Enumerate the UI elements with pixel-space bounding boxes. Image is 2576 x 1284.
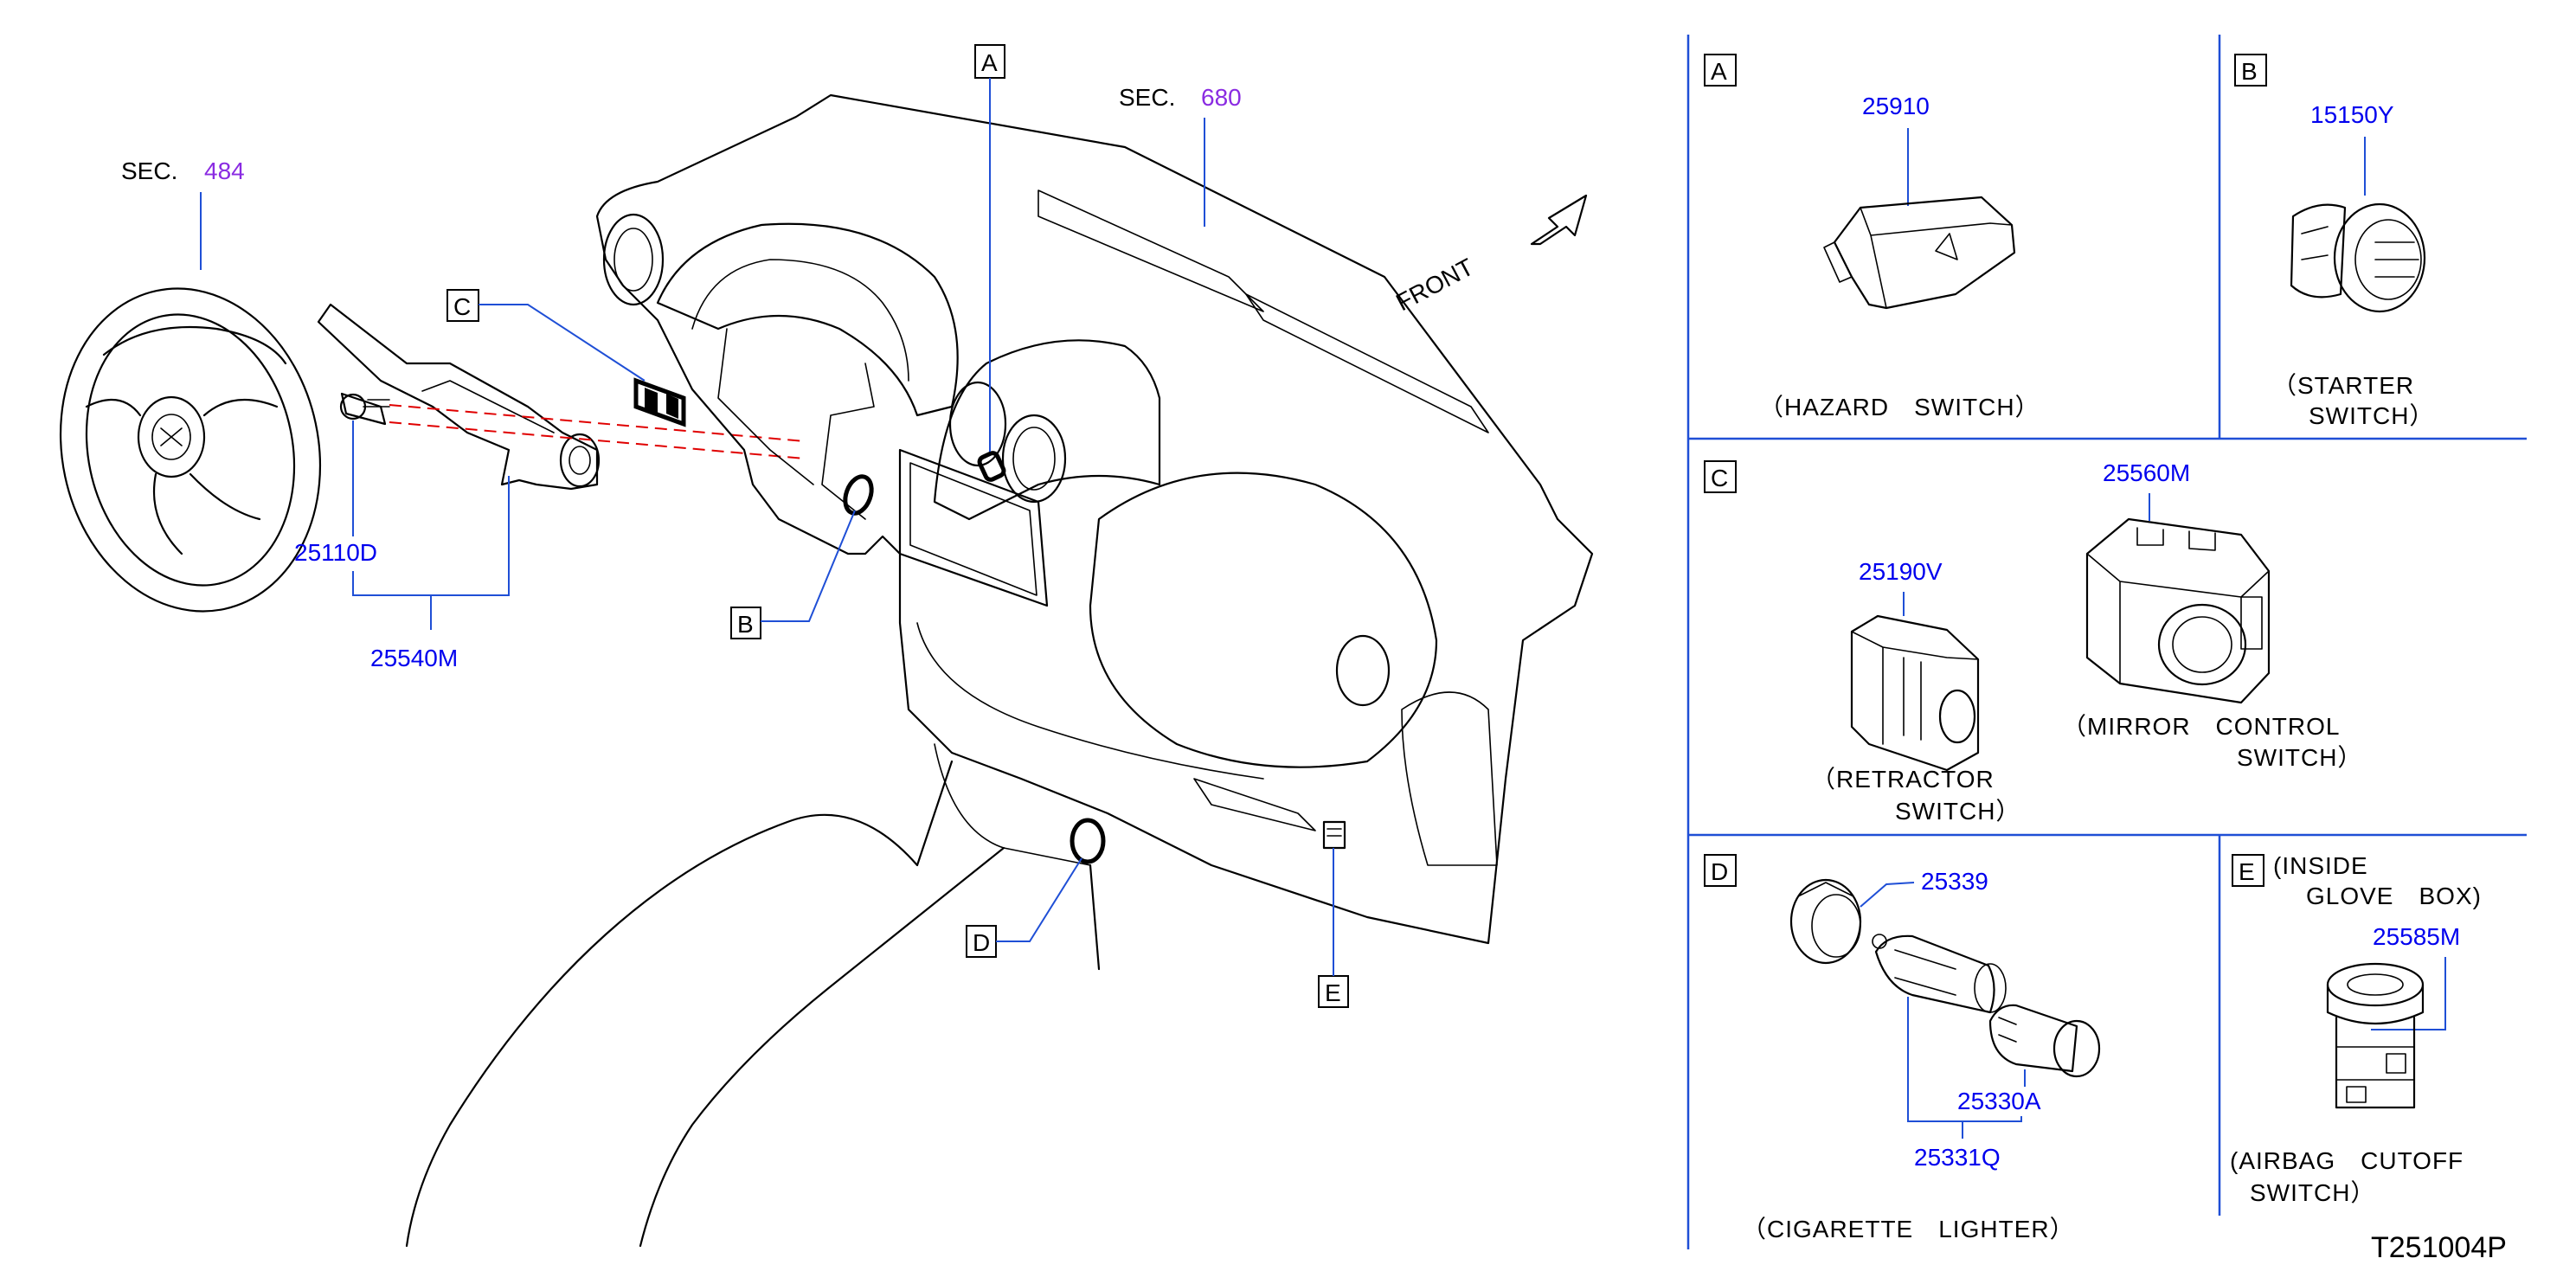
panel-d: D 25339 25330A 25331Q （CIGARETTE LIGHTER… [1704,854,2101,1242]
airbag-caption-1: (AIRBAG CUTOFF [2230,1147,2464,1174]
panel-c: C 25190V （RETRACTOR SWITCH） 25560M （MIRR… [1704,459,2362,825]
front-arrow-icon [1530,194,1588,246]
panel-a-letter: A [1711,58,1727,85]
mirror-control-switch-drawing [2085,517,2271,704]
panel-d-letter: D [1711,858,1728,885]
starter-switch-caption-2: SWITCH） [2309,402,2434,429]
retractor-caption-1: （RETRACTOR [1811,766,1995,793]
airbag-caption-2: SWITCH） [2250,1179,2375,1206]
diagram-code: T251004P [2371,1231,2507,1264]
callout-c[interactable]: C [453,293,471,320]
part-25330A[interactable]: 25330A [1957,1088,2041,1114]
part-25339[interactable]: 25339 [1921,868,1988,895]
part-25910[interactable]: 25910 [1862,93,1930,119]
callout-a[interactable]: A [981,49,998,76]
part-25540M[interactable]: 25540M [370,645,458,671]
lighter-ring-drawing [1789,878,1862,965]
starter-switch-caption-1: （STARTER [2272,372,2414,399]
retractor-switch-drawing [1850,614,1980,772]
mirror-switch-marker [633,377,686,427]
combination-switch [317,303,601,491]
hazard-switch-caption: （HAZARD SWITCH） [1759,394,2040,421]
panel-b: B 15150Y （STARTER SWITCH） [2234,54,2434,429]
front-label: FRONT [1391,254,1478,317]
panel-e: E (INSIDE GLOVE BOX) 25585M (AIRBAG CUTO… [2230,852,2482,1206]
part-25560M[interactable]: 25560M [2103,459,2190,486]
callout-b[interactable]: B [737,611,754,638]
part-25190V[interactable]: 25190V [1859,558,1943,585]
cigarette-lighter-marker [1070,818,1106,864]
sec-680-prefix: SEC. [1119,84,1175,111]
hazard-switch-drawing [1823,196,2016,310]
airbag-cutoff-switch-drawing [2326,962,2425,1109]
sec-484-prefix: SEC. [121,157,177,184]
panel-e-header-2: GLOVE BOX) [2306,883,2482,909]
hazard-switch-marker [977,451,1006,482]
lighter-element-drawing [1988,1004,2101,1078]
panel-e-header-1: (INSIDE [2273,852,2368,879]
panel-c-letter: C [1711,465,1728,491]
callout-e[interactable]: E [1325,979,1341,1006]
part-25110D[interactable]: 25110D [294,539,377,566]
panel-e-letter: E [2239,858,2255,885]
sec-680-number[interactable]: 680 [1201,84,1242,111]
part-25585M[interactable]: 25585M [2373,923,2460,950]
lighter-socket-drawing [1872,934,2007,1014]
panel-b-letter: B [2241,58,2258,85]
instrument-panel [405,93,1594,1248]
mirror-caption-2: SWITCH） [2237,744,2362,771]
mirror-caption-1: （MIRROR CONTROL [2062,713,2340,740]
retractor-caption-2: SWITCH） [1895,798,2020,825]
part-15150Y[interactable]: 15150Y [2310,101,2394,128]
steering-wheel [59,287,322,613]
detail-grid [1686,35,2527,1249]
starter-switch-marker [843,474,874,516]
sec-484-number[interactable]: 484 [204,157,245,184]
starter-switch-drawing [2290,202,2426,313]
callout-d[interactable]: D [973,929,990,956]
cigarette-lighter-caption: （CIGARETTE LIGHTER） [1742,1216,2075,1242]
part-25331Q[interactable]: 25331Q [1914,1144,2001,1171]
airbag-cutoff-switch-marker [1322,820,1346,850]
panel-a: A 25910 （HAZARD SWITCH） [1704,54,2040,421]
